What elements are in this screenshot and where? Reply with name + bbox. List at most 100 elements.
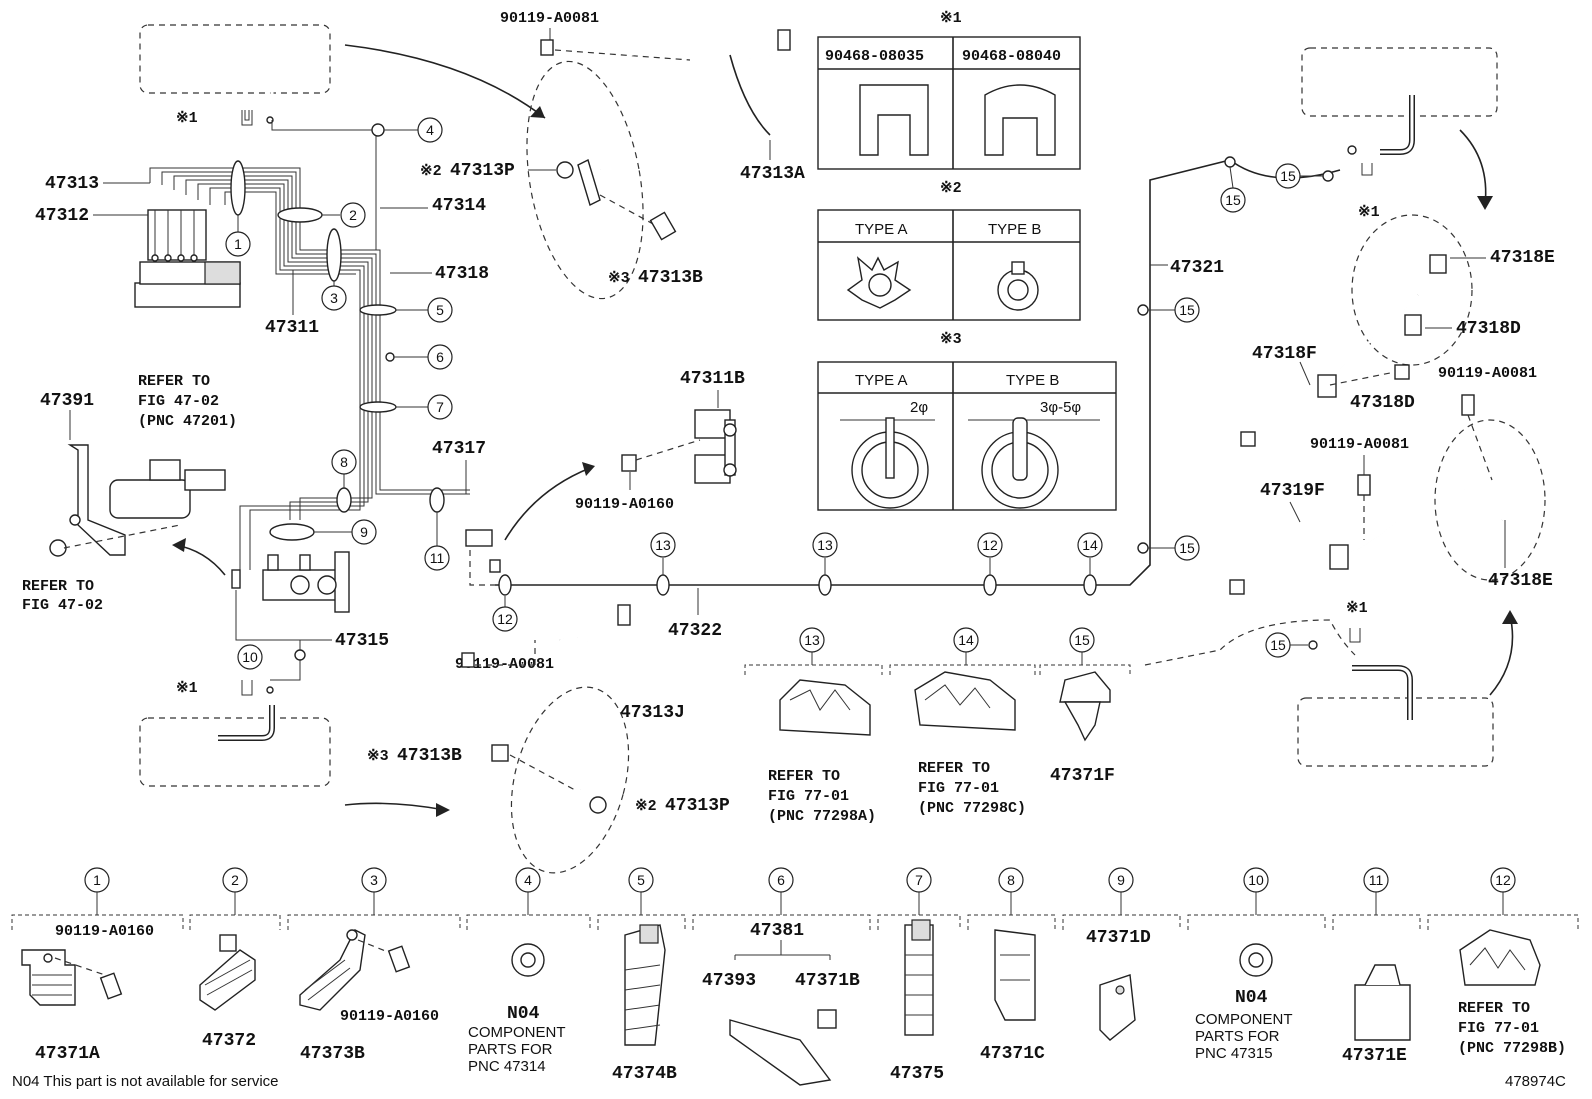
svg-text:13: 13 (817, 537, 833, 553)
svg-text:TYPE B: TYPE B (1006, 372, 1059, 389)
callout-14-group: 14 (889, 627, 1036, 731)
svg-text:FIG 47-02: FIG 47-02 (22, 597, 103, 614)
svg-text:4: 4 (426, 122, 434, 138)
svg-text:※1: ※1 (940, 10, 962, 27)
svg-text:N04: N04 (507, 1004, 540, 1024)
svg-text:15: 15 (1270, 637, 1286, 653)
label-47313P-top: 47313P (450, 161, 515, 181)
svg-text:※2: ※2 (420, 163, 442, 180)
label-47312: 47312 (35, 206, 89, 226)
callout-13b: 13 (812, 532, 838, 575)
clamp-47311B (694, 409, 737, 484)
svg-text:90119-A0160: 90119-A0160 (340, 1008, 439, 1025)
label-47311B: 47311B (680, 369, 745, 389)
label-47375: 47375 (890, 1064, 944, 1084)
svg-text:PNC 47315: PNC 47315 (1195, 1045, 1273, 1062)
label-47371F: 47371F (1050, 766, 1115, 786)
bracket-9 (262, 551, 350, 613)
label-47313B-bottom: 47313B (397, 746, 462, 766)
callout-2: 2 (322, 202, 366, 228)
svg-text:※3: ※3 (940, 331, 962, 348)
label-47314: 47314 (432, 196, 486, 216)
svg-text:REFER TO: REFER TO (768, 768, 840, 785)
svg-text:8: 8 (340, 454, 348, 470)
svg-text:3: 3 (370, 872, 378, 888)
svg-text:PNC 47314: PNC 47314 (468, 1058, 546, 1075)
callout-15a: 15 (1148, 297, 1200, 323)
label-47313: 47313 (45, 174, 99, 194)
label-47371D: 47371D (1086, 928, 1151, 948)
svg-text:3φ-5φ: 3φ-5φ (1040, 399, 1081, 416)
svg-text:FIG 77-01: FIG 77-01 (768, 788, 849, 805)
callout-12b: 12 (977, 532, 1003, 575)
bottom-part-shapes (21, 919, 1541, 1086)
svg-text:90119-A0160: 90119-A0160 (575, 496, 674, 513)
svg-text:FIG 47-02: FIG 47-02 (138, 393, 219, 410)
svg-text:5: 5 (637, 872, 645, 888)
label-47322: 47322 (668, 621, 722, 641)
callout-4: 4 (384, 117, 443, 143)
svg-text:7: 7 (436, 399, 444, 415)
svg-text:90468-08040: 90468-08040 (962, 48, 1061, 65)
svg-text:2: 2 (231, 872, 239, 888)
svg-text:90119-A0081: 90119-A0081 (500, 10, 599, 27)
svg-text:15: 15 (1225, 192, 1241, 208)
svg-text:N04: N04 (1235, 988, 1268, 1008)
svg-text:15: 15 (1280, 168, 1296, 184)
callout-15b: 15 (1148, 535, 1200, 561)
label-47318D-mid: 47318D (1350, 393, 1415, 413)
callout-9: 9 (314, 519, 377, 545)
svg-text:COMPONENT: COMPONENT (1195, 1011, 1293, 1028)
callout-15-group: 15 (1039, 627, 1131, 742)
svg-text:(PNC 77298B): (PNC 77298B) (1458, 1040, 1566, 1057)
hose-47313A (577, 29, 791, 206)
label-47313B-top: 47313B (638, 268, 703, 288)
hose-47319F (1229, 486, 1504, 595)
label-47318: 47318 (435, 264, 489, 284)
label-47318D-top: 47318D (1456, 319, 1521, 339)
svg-text:13: 13 (655, 537, 671, 553)
label-47393: 47393 (702, 971, 756, 991)
label-47311: 47311 (265, 318, 319, 338)
svg-text:1: 1 (93, 872, 101, 888)
svg-text:90468-08035: 90468-08035 (825, 48, 924, 65)
label-47371B: 47371B (795, 971, 860, 991)
label-47373B: 47373B (300, 1044, 365, 1064)
mark-1-top-left: ※1 (176, 110, 198, 127)
svg-text:2φ: 2φ (910, 399, 928, 416)
svg-text:13: 13 (804, 632, 820, 648)
label-47313J: 47313J (620, 703, 685, 723)
label-47371A: 47371A (35, 1044, 100, 1064)
svg-text:TYPE A: TYPE A (855, 221, 908, 238)
svg-text:TYPE B: TYPE B (988, 221, 1041, 238)
svg-text:9: 9 (1117, 872, 1125, 888)
callout-1: 1 (225, 215, 251, 257)
svg-text:90119-A0081: 90119-A0081 (455, 656, 554, 673)
svg-text:15: 15 (1179, 302, 1195, 318)
table-mark1 (817, 36, 1081, 170)
label-47319F: 47319F (1260, 481, 1325, 501)
svg-text:※2: ※2 (940, 180, 962, 197)
svg-text:PARTS FOR: PARTS FOR (1195, 1028, 1280, 1045)
svg-text:REFER TO: REFER TO (918, 760, 990, 777)
svg-text:11: 11 (1369, 872, 1384, 888)
svg-text:REFER TO: REFER TO (1458, 1000, 1530, 1017)
label-47372: 47372 (202, 1031, 256, 1051)
vehicle-outline-top-right (1301, 47, 1498, 210)
callout-14: 14 (1077, 532, 1103, 575)
svg-text:9: 9 (360, 524, 368, 540)
svg-text:(PNC 77298C): (PNC 77298C) (918, 800, 1026, 817)
svg-text:12: 12 (1495, 872, 1511, 888)
label-47313P-bottom: 47313P (665, 796, 730, 816)
figure-code: 478974C (1505, 1073, 1566, 1090)
svg-text:COMPONENT: COMPONENT (468, 1024, 566, 1041)
label-47381: 47381 (750, 921, 804, 941)
svg-text:12: 12 (497, 611, 513, 627)
table-mark3 (817, 361, 1117, 511)
vehicle-outline-bottom-right (1297, 610, 1518, 767)
abs-actuator (134, 209, 241, 308)
svg-text:TYPE A: TYPE A (855, 372, 908, 389)
master-cylinder (67, 444, 226, 556)
svg-text:※3: ※3 (367, 748, 389, 765)
